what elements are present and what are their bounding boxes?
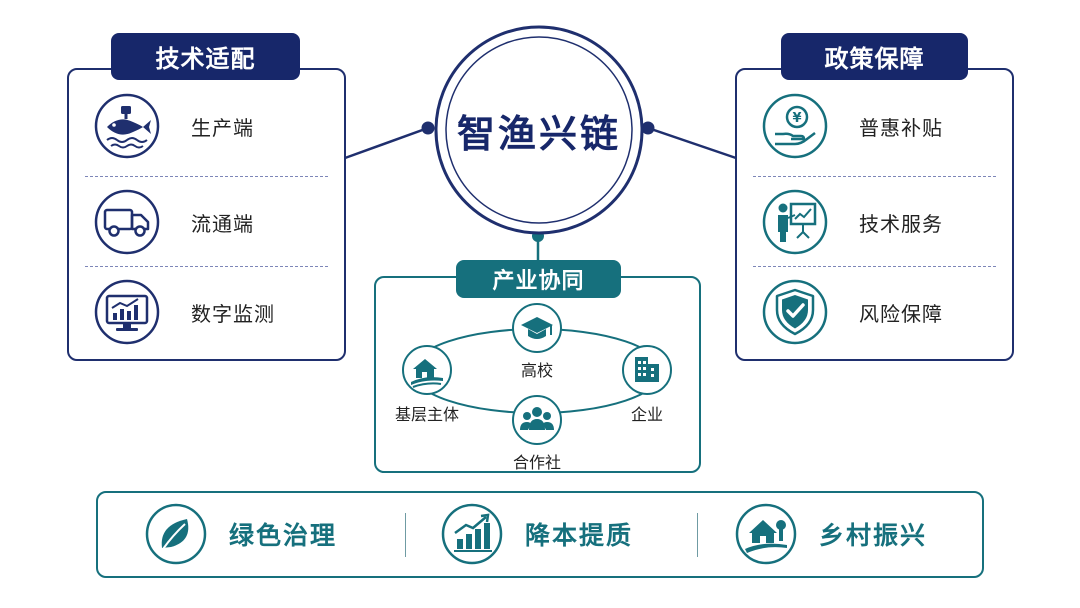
node-label-grassroots: 基层主体 [394,405,459,424]
policy-guarantee-title: 政策保障 [781,33,968,80]
outcome-label: 降本提质 [525,521,634,550]
shield-check-icon [761,278,829,346]
divider [753,176,996,177]
yen-hand-icon: ¥ [761,92,829,160]
graduation-cap-icon [511,302,563,354]
fish-icon [93,92,161,160]
list-item-digital-monitoring: 数字监测 [69,268,344,356]
core-title: 智渔兴链 [456,111,621,156]
tech-adaptation-panel: 生产端 流通端 [67,68,346,361]
outcomes-bar [96,491,984,578]
leaf-icon [145,503,207,565]
outcome-cost-quality: 降本提质 [441,503,633,565]
outcome-label: 绿色治理 [229,521,338,550]
list-item-circulation: 流通端 [69,178,344,266]
bar-divider [697,513,698,557]
svg-text:¥: ¥ [792,111,801,126]
list-item-production: 生产端 [69,82,344,170]
policy-guarantee-panel: ¥ 普惠补贴 技术服务 [735,68,1014,361]
node-label-cooperative: 合作社 [512,453,561,472]
list-item-label: 流通端 [191,211,254,236]
list-item-label: 生产端 [191,115,254,140]
tech-adaptation-title: 技术适配 [111,33,300,80]
node-label-university: 高校 [520,361,553,380]
list-item-label: 技术服务 [859,211,943,236]
divider [85,176,328,177]
house-field-icon [401,344,453,396]
people-group-icon [511,394,563,446]
bar-divider [405,513,406,557]
divider [85,266,328,267]
presenter-board-icon [761,188,829,256]
building-icon [621,344,673,396]
truck-icon [93,188,161,256]
list-item-risk-guarantee: 风险保障 [737,268,1012,356]
divider [753,266,996,267]
node-label-enterprise: 企业 [630,405,663,424]
outcome-rural-revitalization: 乡村振兴 [735,503,927,565]
list-item-label: 普惠补贴 [859,115,943,140]
list-item-label: 风险保障 [859,301,943,326]
growth-chart-icon [441,503,503,565]
core-circle: 智渔兴链 [433,24,645,236]
village-house-icon [735,503,797,565]
list-item-tech-service: 技术服务 [737,178,1012,266]
outcome-label: 乡村振兴 [819,521,928,550]
list-item-subsidy: ¥ 普惠补贴 [737,82,1012,170]
list-item-label: 数字监测 [191,301,275,326]
industry-synergy-title: 产业协同 [456,260,621,298]
monitor-chart-icon [93,278,161,346]
outcome-green-governance: 绿色治理 [145,503,337,565]
